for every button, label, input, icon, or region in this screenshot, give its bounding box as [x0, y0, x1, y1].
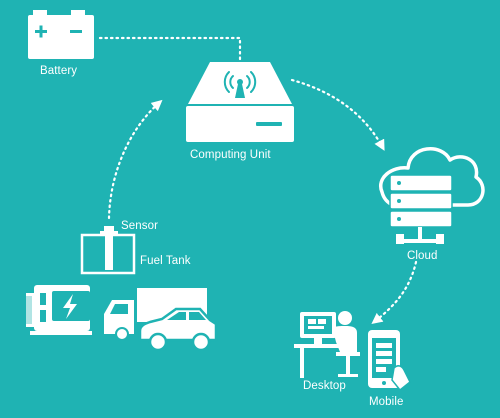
mobile-phone-icon: [368, 330, 411, 392]
car-icon: [138, 307, 218, 352]
sensor-label: Sensor: [121, 220, 159, 232]
computing-unit-label: Computing Unit: [190, 149, 271, 161]
battery-icon: [28, 10, 94, 59]
cloud-label: Cloud: [407, 250, 438, 262]
fuel-tank-label: Fuel Tank: [140, 255, 191, 267]
battery-label: Battery: [40, 65, 78, 77]
computing-to-cloud-arrow: [290, 78, 385, 151]
sensor-icon: [100, 226, 118, 270]
sensor-to-computing-arrow: [107, 99, 163, 220]
cloud-server-icon: [378, 147, 485, 244]
generator-icon: [26, 285, 92, 335]
battery-to-computing-connector: [98, 36, 242, 62]
mobile-label: Mobile: [369, 396, 404, 408]
computing-unit-icon: [186, 62, 294, 142]
desktop-label: Desktop: [303, 380, 346, 392]
desktop-user-icon: [294, 311, 360, 378]
cloud-to-devices-arrow: [371, 260, 418, 325]
